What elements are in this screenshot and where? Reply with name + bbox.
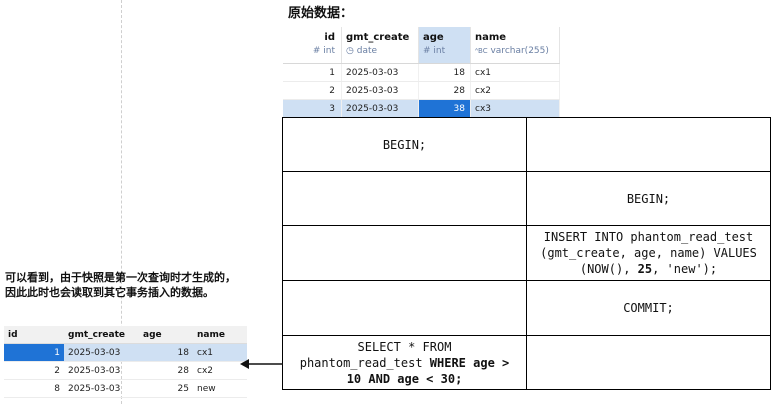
cell-name[interactable]: cx3 [470,99,560,118]
cell-id[interactable]: 2 [4,361,64,380]
cell-id-active[interactable]: 1 [4,343,64,362]
cell-name[interactable]: cx2 [193,361,247,380]
left-arrow-icon [240,359,283,369]
cell-age[interactable]: 28 [139,361,193,380]
cell-name[interactable]: new [193,379,247,398]
query-result-table: id gmt_create age name 1 2025-03-03 18 c… [4,326,247,398]
tx-b-empty [526,117,771,172]
explanation-note: 可以看到，由于快照是第一次查询时才生成的，因此此时也会读取到其它事务插入的数据。 [5,271,236,299]
tx-a-empty [282,225,527,281]
cell-gmt-create[interactable]: 2025-03-03 [341,81,419,100]
cell-gmt-create[interactable]: 2025-03-03 [64,343,139,362]
table-row[interactable]: 2 2025-03-03 28 cx2 [283,81,560,100]
table-row-selected[interactable]: 1 2025-03-03 18 cx1 [4,343,247,362]
cell-name[interactable]: cx1 [193,343,247,362]
tx-b-begin: BEGIN; [526,171,771,226]
column-header-gmt-create[interactable]: gmt_create ◷ date [341,27,419,64]
cell-gmt-create[interactable]: 2025-03-03 [64,379,139,398]
cell-id[interactable]: 3 [283,99,342,118]
table-row[interactable]: 2 2025-03-03 28 cx2 [4,361,247,380]
table-row-selected[interactable]: 3 2025-03-03 38 cx3 [283,99,560,118]
tx-b-insert: INSERT INTO phantom_read_test (gmt_creat… [526,225,771,281]
column-header-gmt-create[interactable]: gmt_create [64,326,139,344]
cell-age[interactable]: 18 [418,63,471,82]
cell-age[interactable]: 25 [139,379,193,398]
column-header-age[interactable]: age [139,326,193,344]
cell-age-active[interactable]: 38 [418,99,471,118]
column-header-name[interactable]: name ᴬBC varchar(255) [470,27,560,64]
tx-a-select: SELECT * FROM phantom_read_test WHERE ag… [282,335,527,390]
clock-type-icon: ◷ [346,46,354,56]
transaction-timeline: BEGIN; BEGIN; INSERT INTO phantom_read_t… [282,117,771,390]
dashed-divider [121,0,122,404]
original-data-heading: 原始数据： [288,6,354,21]
number-type-icon: # [312,46,321,56]
tx-a-begin: BEGIN; [282,117,527,172]
number-type-icon: # [423,46,431,56]
table-row[interactable]: 1 2025-03-03 18 cx1 [283,63,560,82]
tx-b-commit: COMMIT; [526,280,771,336]
tx-b-empty [526,335,771,390]
column-header-id[interactable]: id [4,326,64,344]
column-header-id[interactable]: id # int [283,27,342,64]
cell-name[interactable]: cx1 [470,63,560,82]
text-type-icon: ᴬBC [475,47,488,55]
column-header-age[interactable]: age # int [418,27,471,64]
original-data-table: id # int gmt_create ◷ date age # int nam… [283,27,560,118]
cell-gmt-create[interactable]: 2025-03-03 [341,99,419,118]
cell-id[interactable]: 2 [283,81,342,100]
cell-id[interactable]: 1 [283,63,342,82]
cell-gmt-create[interactable]: 2025-03-03 [341,63,419,82]
column-header-name[interactable]: name [193,326,247,344]
cell-age[interactable]: 18 [139,343,193,362]
cell-gmt-create[interactable]: 2025-03-03 [64,361,139,380]
cell-name[interactable]: cx2 [470,81,560,100]
tx-a-empty [282,171,527,226]
tx-a-empty [282,280,527,336]
cell-id[interactable]: 8 [4,379,64,398]
cell-age[interactable]: 28 [418,81,471,100]
table-row[interactable]: 8 2025-03-03 25 new [4,379,247,398]
